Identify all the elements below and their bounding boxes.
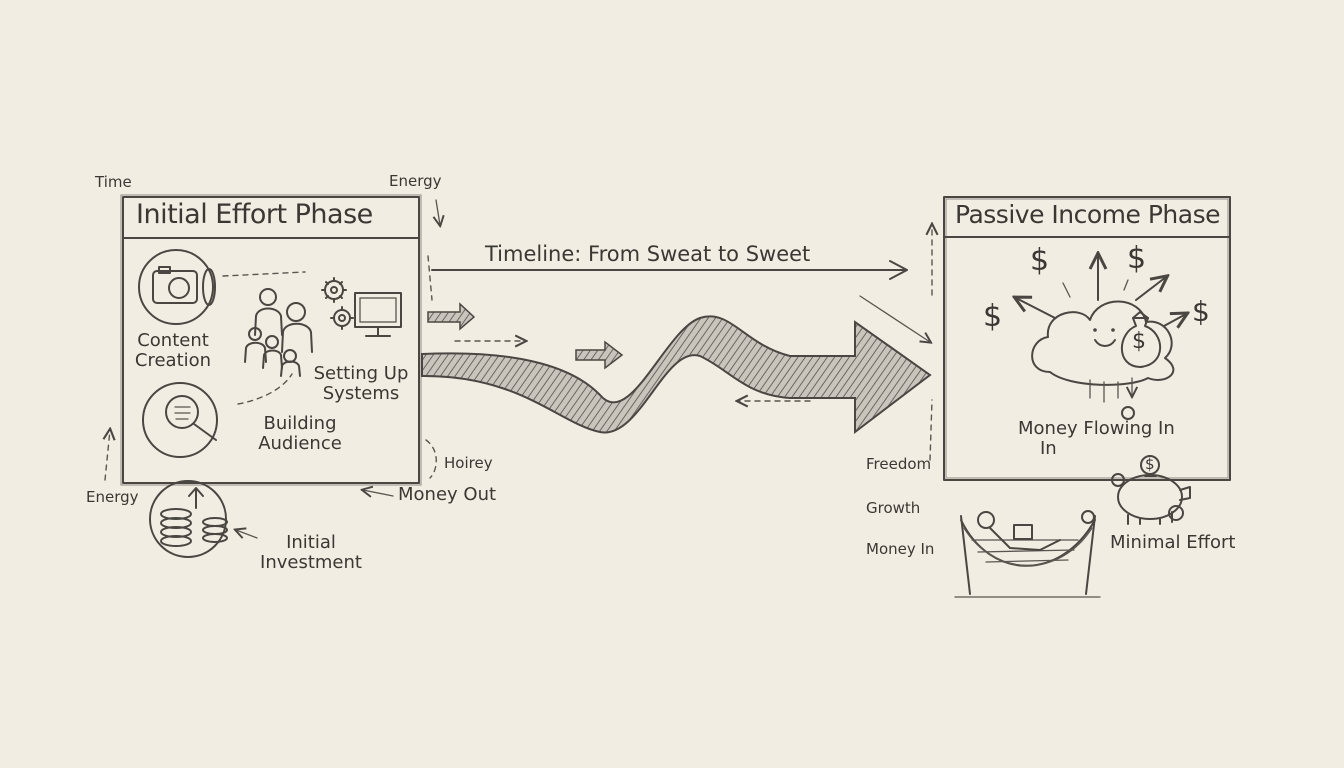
passive-income-title: Passive Income Phase bbox=[955, 200, 1220, 229]
coins-icon bbox=[149, 480, 228, 558]
dollar-sign-piggy: $ bbox=[1145, 455, 1155, 473]
initial-investment-label: Initial Investment bbox=[260, 532, 362, 573]
freedom-label: Freedom bbox=[866, 455, 932, 473]
time-label: Time bbox=[95, 173, 132, 191]
dollar-sign-1: $ bbox=[1030, 243, 1049, 278]
energy-label-top: Energy bbox=[389, 172, 442, 190]
big-wavy-arrow bbox=[421, 315, 932, 435]
content-creation-label: Content Creation bbox=[134, 330, 212, 371]
dollar-sign-3: $ bbox=[983, 299, 1002, 334]
dollar-sign-bag: $ bbox=[1132, 329, 1146, 354]
timeline-label: Timeline: From Sweat to Sweet bbox=[485, 242, 811, 266]
timeline-arrow bbox=[431, 260, 908, 280]
gears-icon bbox=[321, 277, 354, 330]
dollar-sign-4: $ bbox=[1192, 295, 1210, 328]
dollar-sign-2: $ bbox=[1127, 241, 1146, 276]
passive-income-box bbox=[943, 196, 1231, 481]
monitor-icon bbox=[354, 292, 402, 337]
magnifier-icon bbox=[142, 382, 218, 458]
building-audience-label: Building Audience bbox=[258, 413, 342, 454]
camera-icon bbox=[138, 249, 216, 325]
growth-label: Growth bbox=[866, 499, 921, 517]
honey-label: Hoirey bbox=[444, 454, 493, 472]
energy-label-bottom: Energy bbox=[86, 488, 139, 506]
money-out-label: Money Out bbox=[398, 484, 497, 505]
setting-up-systems-label: Setting Up Systems bbox=[313, 363, 409, 404]
initial-effort-title: Initial Effort Phase bbox=[136, 199, 373, 230]
small-arrow-2 bbox=[575, 340, 624, 370]
money-bag-icon bbox=[1121, 311, 1162, 368]
small-arrow-1 bbox=[427, 302, 476, 331]
money-flowing-in-label: Money Flowing In In bbox=[1018, 418, 1175, 459]
initial-effort-box bbox=[120, 194, 422, 486]
minimal-effort-label: Minimal Effort bbox=[1110, 532, 1236, 553]
piggy-bank-icon bbox=[1117, 455, 1191, 525]
hammock-icon bbox=[954, 511, 1101, 598]
cloud-icon bbox=[1016, 255, 1186, 402]
money-in-label: Money In bbox=[866, 540, 935, 558]
people-icon bbox=[244, 288, 313, 377]
